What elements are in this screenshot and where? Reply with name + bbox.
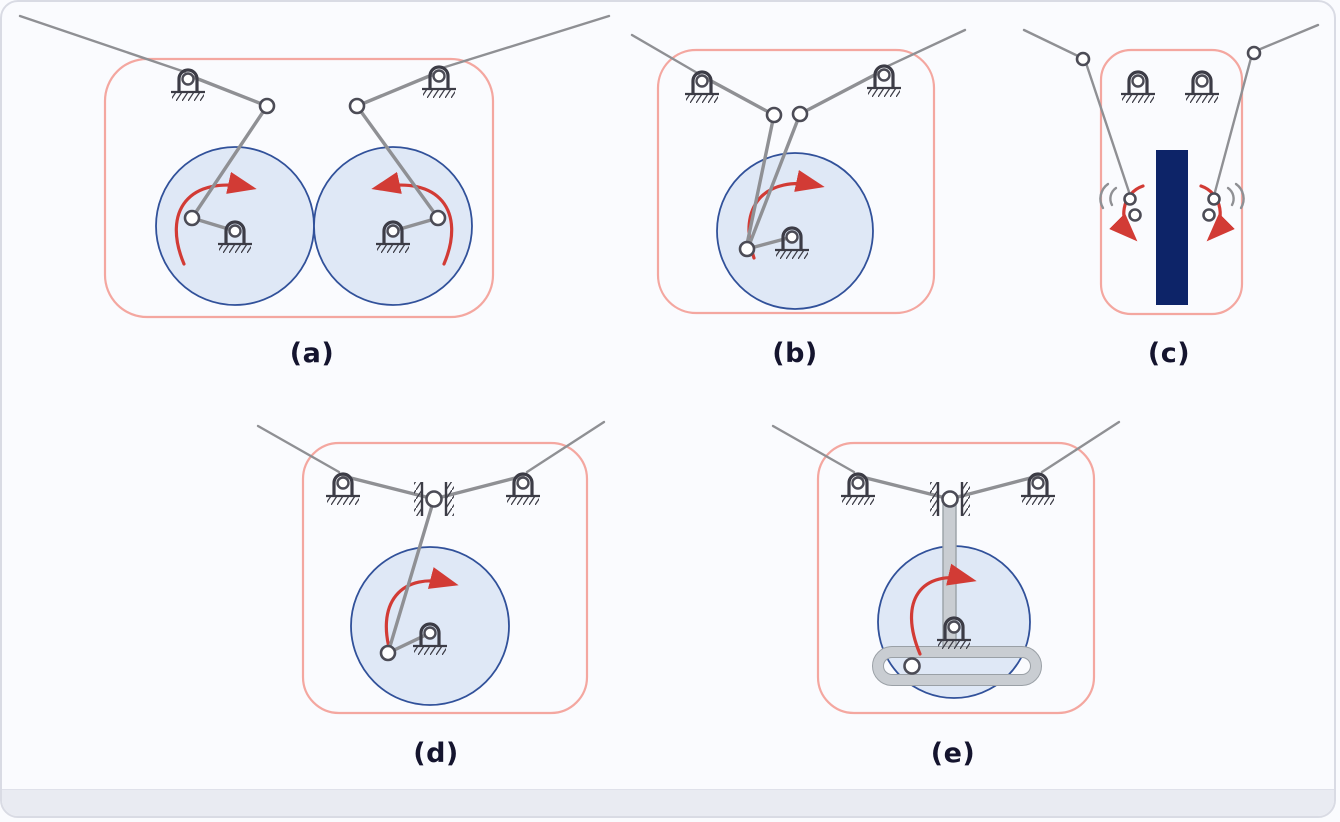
disk-b: [716, 152, 874, 310]
panel-d-outline: [301, 441, 589, 715]
joint-icon: [348, 97, 366, 115]
cable-e-right: [1040, 420, 1121, 474]
pulley-mount-icon: [683, 70, 721, 105]
link-b: [798, 68, 886, 116]
link-b: [700, 74, 776, 117]
joint-icon: [791, 105, 809, 123]
rotation-arrow-a-right: [371, 171, 454, 266]
joint-icon: [1128, 208, 1142, 222]
cable-c-left: [1022, 28, 1082, 59]
cable-a-left: [18, 14, 187, 74]
joint-icon: [1207, 192, 1221, 206]
joint-icon: [425, 490, 443, 508]
link-a: [186, 73, 269, 108]
yoke-slot-edge: [883, 657, 1031, 675]
joint-icon: [941, 490, 959, 508]
link-b: [746, 112, 802, 250]
cable-c-right: [1213, 56, 1253, 194]
link-a: [190, 104, 269, 220]
rotation-arrow-a-left: [174, 171, 257, 266]
rotation-arrow-e: [910, 563, 977, 656]
joint-icon: [429, 209, 447, 227]
link-d: [386, 497, 436, 655]
cable-pulley-icon: [1075, 51, 1091, 67]
cable-pulley-icon: [1246, 45, 1262, 61]
joint-icon: [1202, 208, 1216, 222]
joint-icon: [1123, 192, 1137, 206]
twist-arc-icon: [1099, 182, 1110, 210]
joint-icon: [379, 644, 397, 662]
panel-d-label: (d): [413, 738, 459, 769]
rotation-arrow-d: [384, 567, 459, 660]
cable-b-right: [886, 28, 967, 68]
panel-e-label: (e): [930, 738, 976, 769]
yoke-slot: [872, 646, 1042, 686]
panel-b-outline: [656, 48, 936, 315]
panel-c-outline: [1099, 48, 1244, 316]
link-b: [744, 113, 776, 251]
rotation-arrow-c-left: [1109, 184, 1145, 242]
mechanism-diagram: [18, 14, 1320, 715]
panel-e-outline: [816, 441, 1096, 715]
cable-d-right: [525, 420, 606, 474]
joint-icon: [258, 97, 276, 115]
panel-d-diagram: [256, 420, 606, 715]
panel-b-label: (b): [772, 338, 818, 369]
cable-b-left: [630, 33, 701, 76]
panel-a-label: (a): [289, 338, 335, 369]
cable-a-right: [440, 14, 611, 70]
pulley-mount-icon: [169, 68, 207, 103]
panel-c-diagram: [1022, 23, 1320, 316]
pulley-mount-icon: [1183, 70, 1221, 105]
panel-a-outline: [103, 57, 495, 319]
twist-arc-icon: [1234, 182, 1245, 210]
footer-strip: [2, 789, 1334, 816]
joint-icon: [738, 240, 756, 258]
cable-c-left: [1084, 61, 1131, 194]
cable-c-right: [1256, 23, 1320, 52]
joint-icon: [765, 106, 783, 124]
link-a: [355, 70, 441, 108]
pulley-mount-icon: [865, 64, 903, 99]
cable-d-left: [256, 424, 341, 474]
panel-a-diagram: [18, 14, 611, 319]
twist-arc-icon: [1109, 186, 1118, 207]
panel-e-diagram: [771, 420, 1121, 715]
cable-e-left: [771, 424, 856, 474]
rotation-arrow-c-right: [1199, 184, 1235, 242]
pulley-mount-icon: [420, 65, 458, 100]
link-a: [355, 104, 440, 220]
slider-block: [1156, 150, 1188, 305]
joint-icon: [183, 209, 201, 227]
pulley-mount-icon: [1119, 70, 1157, 105]
joint-icon: [903, 657, 921, 675]
panel-c-label: (c): [1147, 338, 1191, 369]
panel-b-diagram: [630, 28, 967, 315]
disk-d: [350, 546, 510, 706]
twist-arc-icon: [1226, 186, 1235, 207]
